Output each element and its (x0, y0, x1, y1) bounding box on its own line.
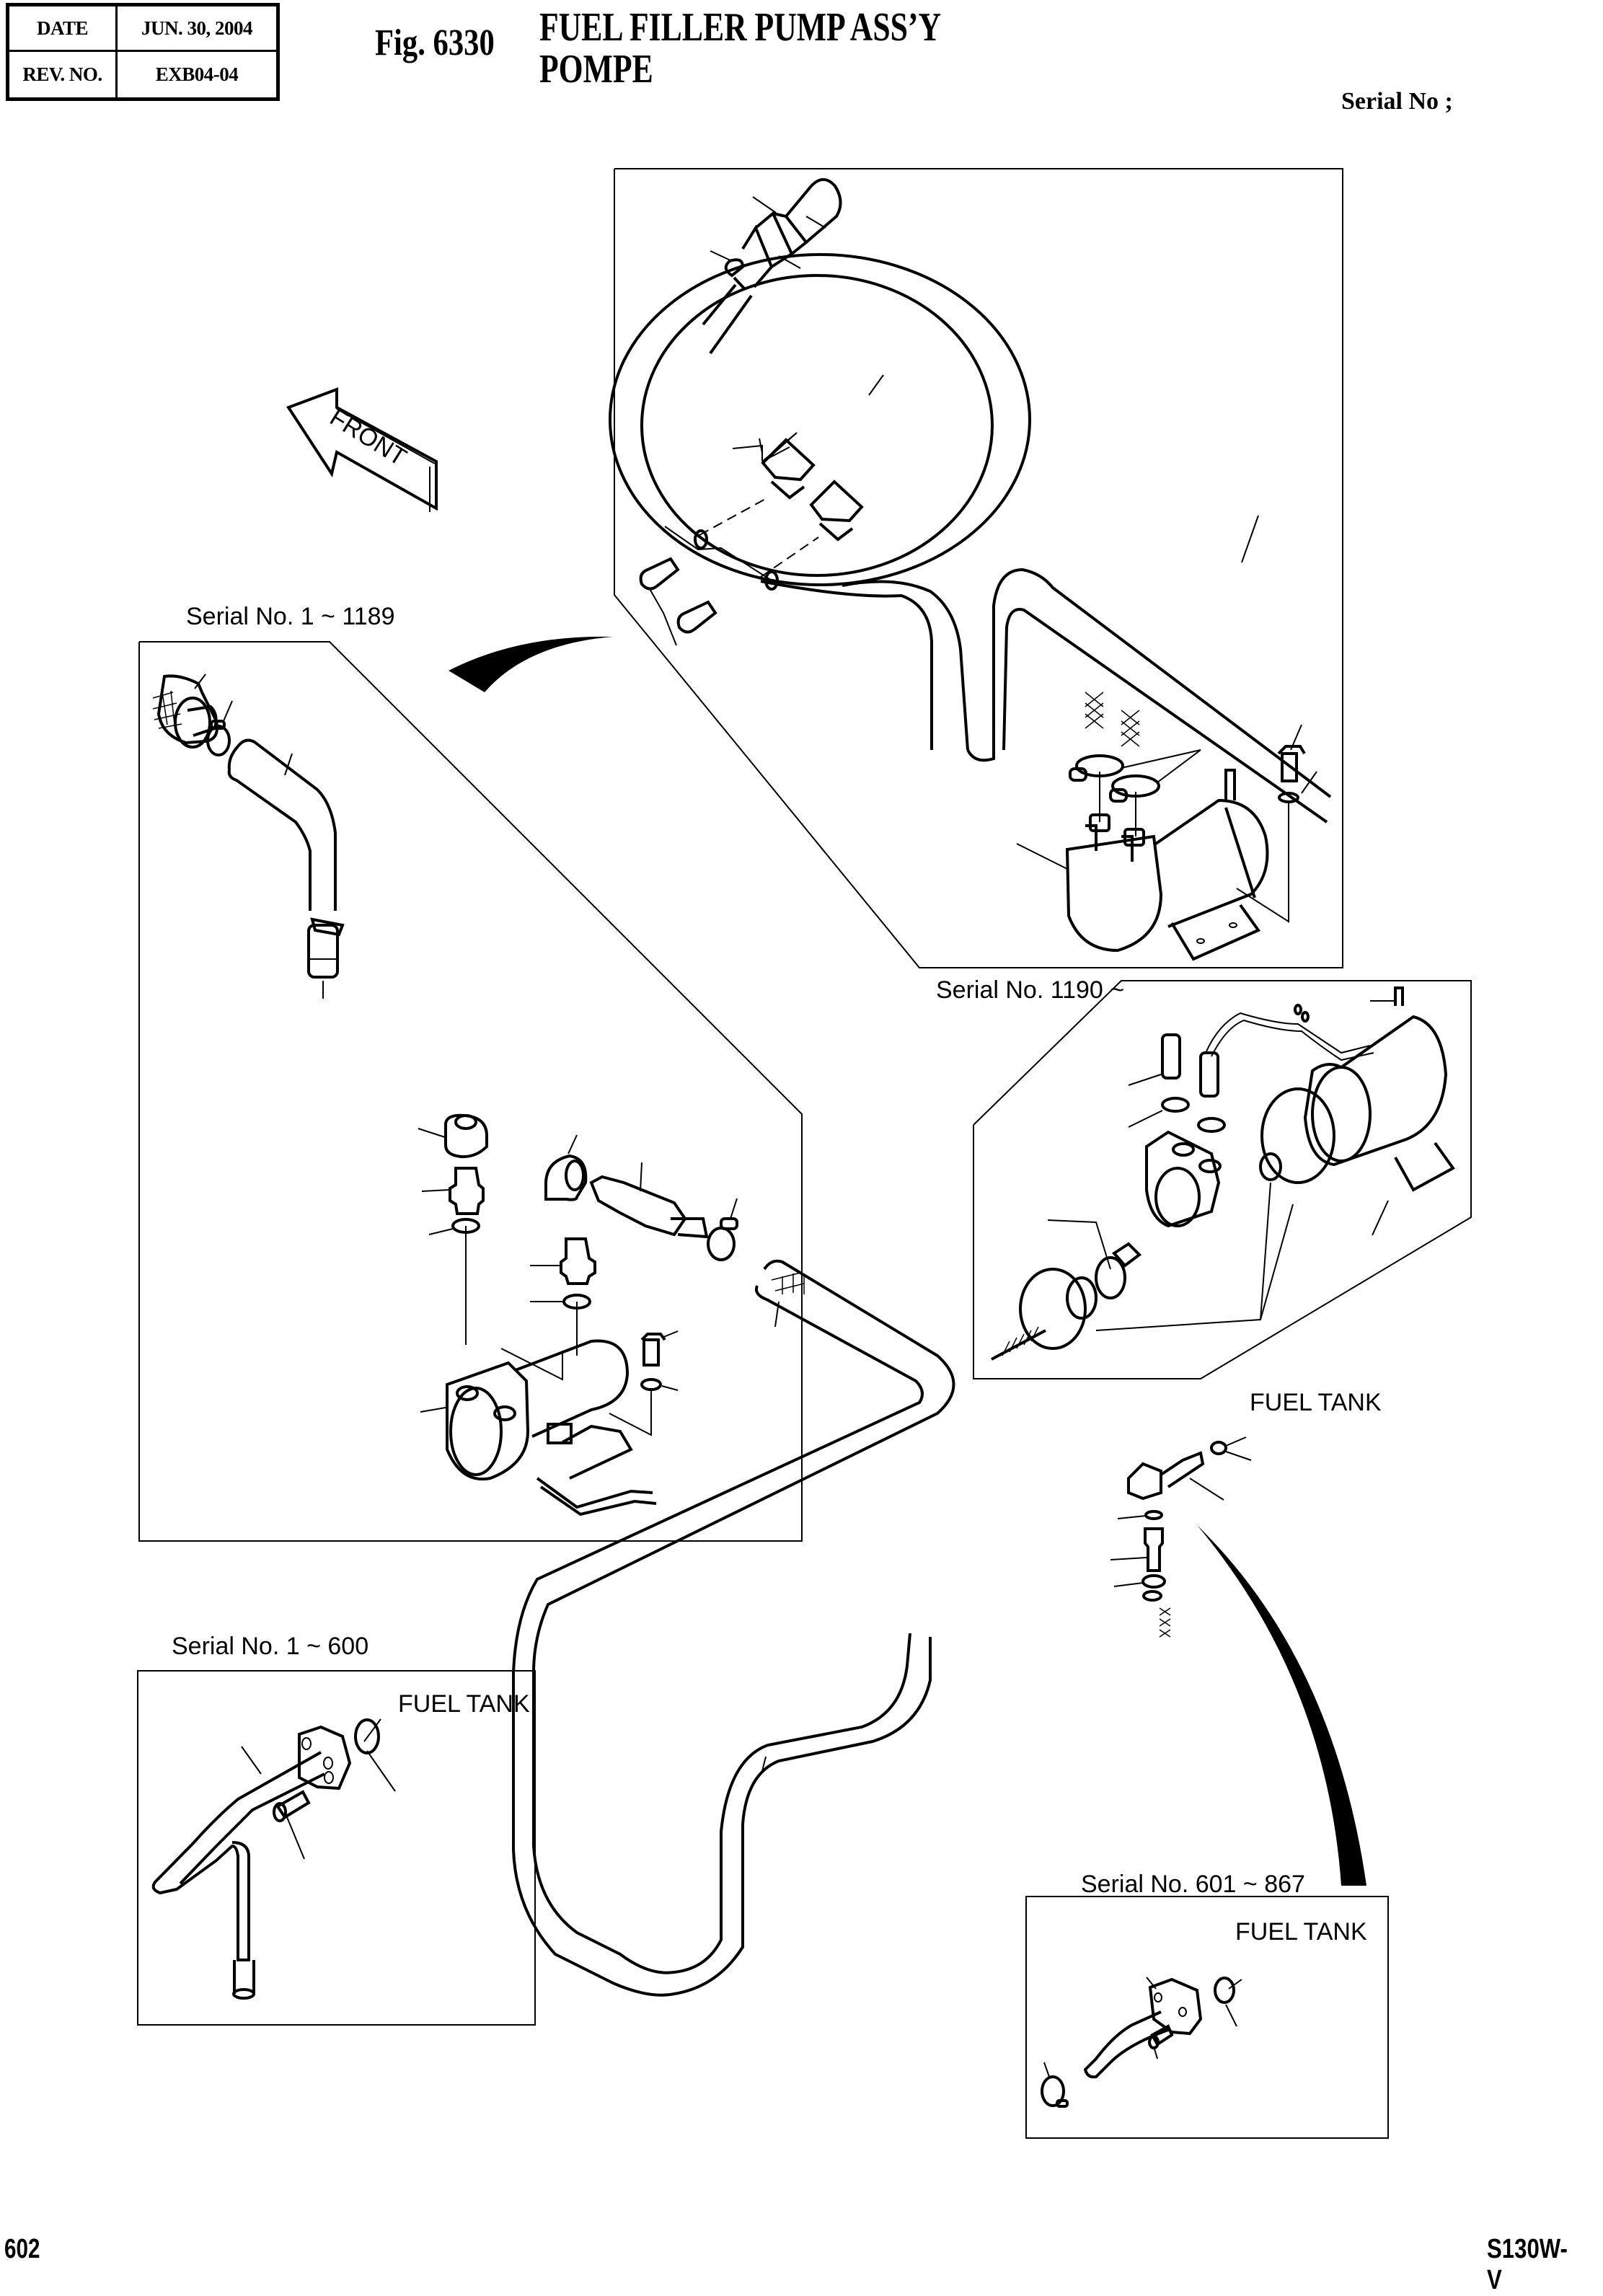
coiled-hose (609, 253, 1332, 824)
vane (1111, 1242, 1142, 1268)
view-frame-top-right (614, 168, 1343, 968)
caption-serial-601-867: Serial No. 601 ~ 867 (1081, 1871, 1305, 1898)
bolt-washer-top-pump (1236, 724, 1317, 923)
fuel-tank-label-main: FUEL TANK (1250, 1389, 1382, 1416)
hose-mesh (1085, 692, 1140, 747)
view-frame-serial-1-1189 (138, 641, 803, 1542)
view-frame-serial-601-867 (1025, 1896, 1389, 2139)
long-hose (512, 1259, 955, 1997)
strainer (152, 674, 218, 749)
bolt-washer-left (609, 1330, 679, 1436)
date-label: DATE (9, 6, 118, 52)
elbow-left (544, 1134, 588, 1201)
pump-assembly-1190 (991, 986, 1455, 1361)
front-direction-arrow: FRONT (286, 387, 438, 512)
date-value: JUN. 30, 2004 (118, 6, 276, 52)
caption-serial-1-1189: Serial No. 1 ~ 1189 (186, 603, 395, 630)
pump-motor-left (420, 1339, 657, 1516)
page-subtitle: POMPE (539, 47, 653, 92)
caption-serial-1190: Serial No. 1190 ~ (936, 976, 1125, 1004)
revision-table: DATE JUN. 30, 2004 REV. NO. EXB04-04 (6, 3, 280, 101)
adapter-left-1 (421, 1167, 485, 1215)
page-number: 602 (4, 2234, 40, 2264)
transition-arrow-bottom (1197, 1525, 1366, 1886)
view-frame-serial-1190 (973, 980, 1472, 1379)
o-ring-left-1 (428, 1218, 480, 1345)
filler-nozzle (741, 178, 842, 288)
check-valve-left (589, 1162, 709, 1239)
nut-left (418, 1113, 488, 1159)
hose-clamp-left-1 (206, 700, 233, 756)
assembly-line (699, 497, 769, 536)
nut-fitting-left (307, 917, 345, 999)
pump-motor-top (1016, 769, 1269, 961)
page-title: FUEL FILLER PUMP ASS’Y (539, 5, 942, 50)
caption-serial-1-600: Serial No. 1 ~ 600 (172, 1633, 369, 1660)
revision-value: EXB04-04 (155, 63, 239, 85)
assembly-line (760, 537, 819, 578)
fuel-tank-label-1-600: FUEL TANK (398, 1690, 530, 1718)
serial-number-label: Serial No ; (1341, 88, 1453, 115)
figure-number: Fig. 6330 (375, 22, 495, 63)
revision-label: REV. NO. (9, 52, 118, 97)
fuel-tank-label-601-867: FUEL TANK (1235, 1918, 1367, 1946)
suction-hose-left (227, 738, 337, 911)
hose-holder-brackets (732, 432, 864, 542)
hose-clamp-top (710, 250, 746, 290)
hose-clamp-left-2 (707, 1198, 738, 1261)
adapter-left-2 (530, 1237, 596, 1285)
view-frame-serial-1-600 (137, 1670, 536, 2026)
bolt-washer-set-top (639, 526, 779, 646)
suction-pipe-601-867 (1041, 1977, 1242, 2108)
fuel-tank-connection (1110, 1436, 1252, 1638)
suction-pipe-1-600 (151, 1718, 396, 2000)
transition-arrow-top (449, 636, 613, 692)
